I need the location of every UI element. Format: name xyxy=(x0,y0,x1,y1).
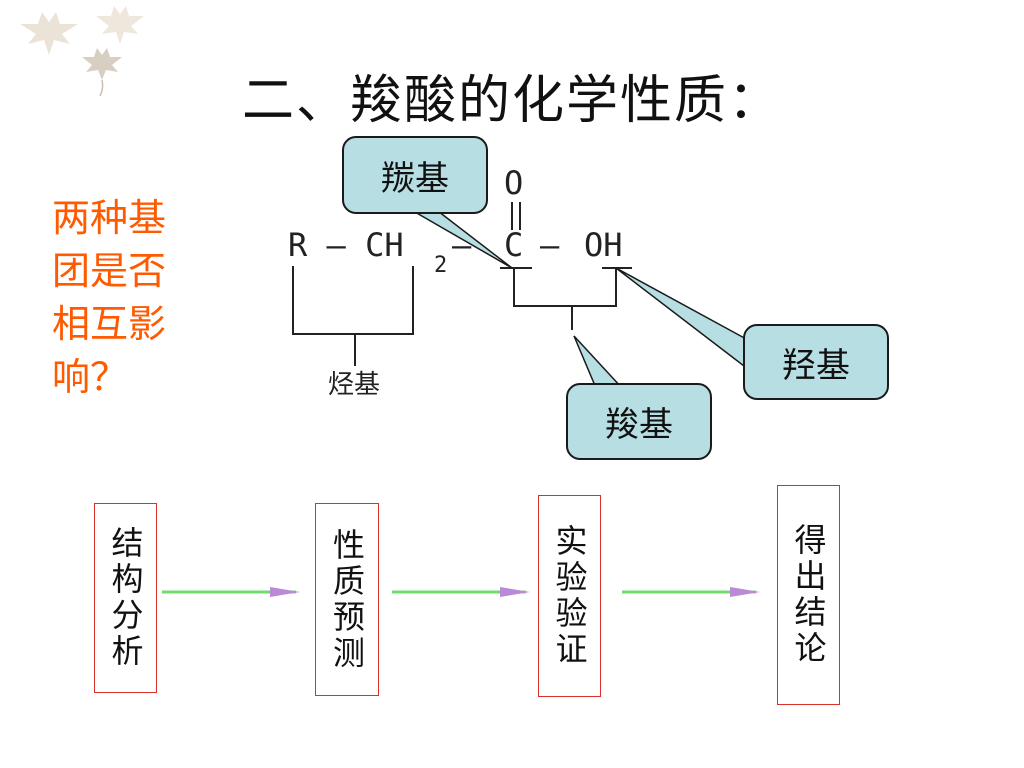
formula-subscript: 2 xyxy=(434,253,447,278)
carboxyl-callout-label: 羧基 xyxy=(605,405,673,445)
question-text: 两种基团是否相互影响？ xyxy=(52,196,167,399)
hydrocarbon-label: 烃基 xyxy=(328,370,381,400)
flow-step-experiment-verification: 实验验证 xyxy=(538,495,601,697)
hydroxyl-pointer xyxy=(615,267,749,368)
hydroxyl-callout-label: 羟基 xyxy=(782,345,850,386)
maple-leaf-decoration-3 xyxy=(82,48,122,97)
carboxyl-bracket xyxy=(500,267,632,330)
hydroxyl-group: OH xyxy=(584,226,623,264)
carbonyl-callout-label: 羰基 xyxy=(381,158,449,199)
slide-title: 二、羧酸的化学性质： xyxy=(241,71,782,131)
flow-step-property-prediction: 性质预测 xyxy=(315,503,379,696)
carbonyl-callout: 羰基 xyxy=(342,136,488,214)
hydroxyl-callout: 羟基 xyxy=(743,324,889,400)
carboxyl-callout: 羧基 xyxy=(566,383,712,460)
formula-dash-2: — xyxy=(540,226,560,264)
oxygen-atom: O xyxy=(504,164,523,202)
hydrocarbon-bracket xyxy=(292,266,414,366)
carbon-atom: C xyxy=(504,226,523,264)
flow-arrow-2 xyxy=(392,587,530,597)
flow-step-conclusion: 得出结论 xyxy=(777,485,840,705)
flow-arrow-3 xyxy=(622,587,760,597)
maple-leaf-decoration-1 xyxy=(20,12,78,55)
formula-r-ch: R — CH xyxy=(288,226,404,264)
maple-leaf-decoration-2 xyxy=(96,6,144,44)
flow-arrow-1 xyxy=(162,587,300,597)
carboxyl-pointer xyxy=(573,335,624,389)
flow-step-structure-analysis: 结构分析 xyxy=(94,503,157,693)
